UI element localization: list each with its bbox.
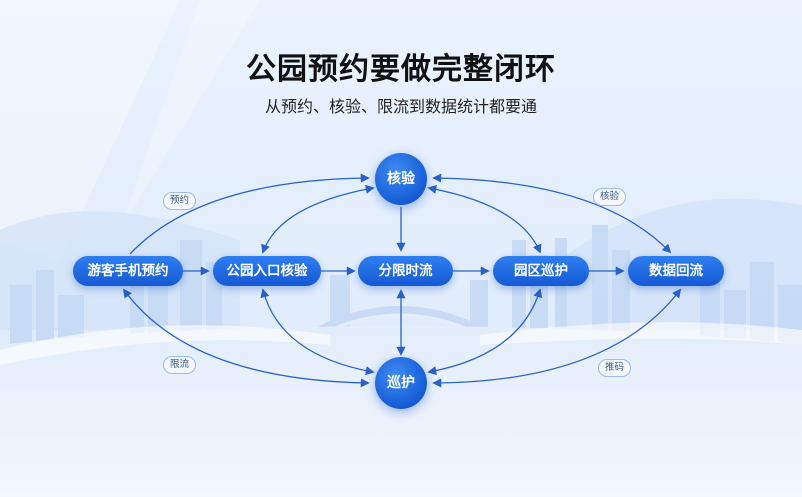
step-entrance-verify: 公园入口核验	[213, 256, 321, 286]
page-title: 公园预约要做完整闭环	[246, 52, 556, 87]
arrow-top-step2	[261, 184, 375, 254]
arrow-step1-top	[129, 173, 370, 255]
arrow-bottom-step4	[427, 288, 543, 376]
arrow-top-step4	[427, 184, 542, 254]
step-data-return: 数据回流	[628, 256, 724, 286]
arrow-bottom-step2	[260, 288, 375, 376]
arrow-top-step5	[432, 173, 672, 254]
page-subtitle: 从预约、核验、限流到数据统计都要通	[264, 97, 537, 116]
hub-patrol: 巡护	[375, 357, 427, 409]
step-timed-flow: 分限时流	[358, 256, 453, 286]
tag-booking: 预约	[163, 192, 197, 210]
hub-verify: 核验	[375, 153, 427, 205]
arrow-bottom-step1	[122, 288, 370, 388]
arrow-bottom-step5	[432, 288, 682, 388]
step-mobile-booking: 游客手机预约	[73, 256, 183, 286]
tag-push-code: 推码	[598, 359, 632, 377]
tag-limit: 限流	[163, 356, 197, 374]
tag-verify: 核验	[593, 188, 627, 206]
step-park-patrol: 园区巡护	[493, 256, 589, 286]
